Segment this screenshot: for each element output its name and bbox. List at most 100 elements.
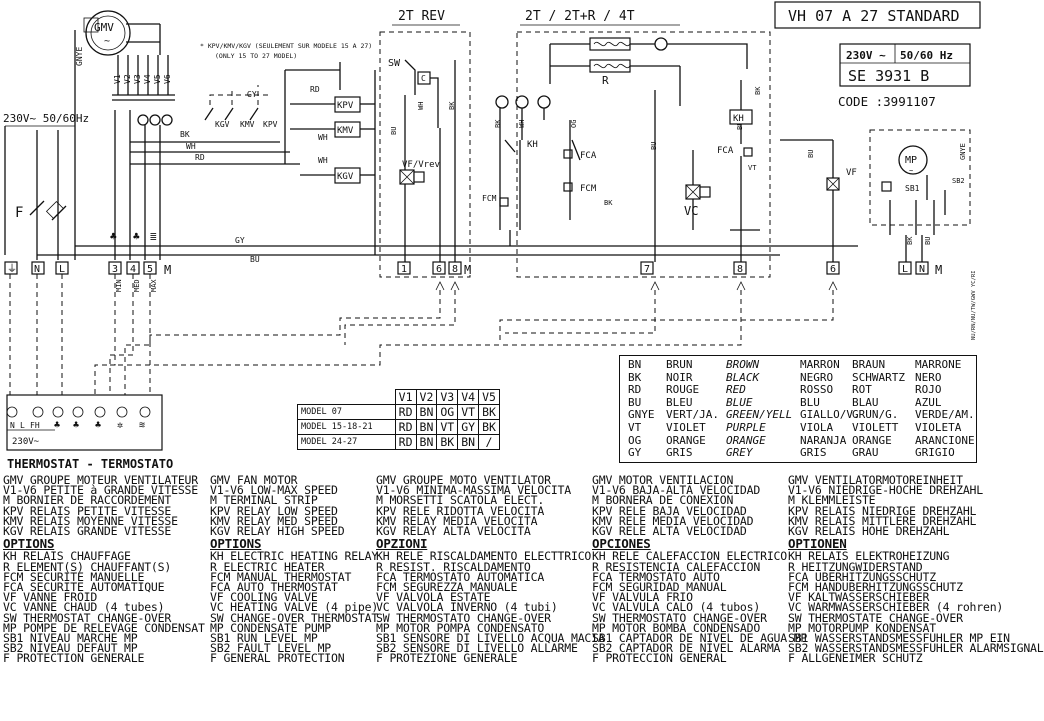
svg-text:FCM: FCM — [580, 184, 597, 194]
svg-text:4: 4 — [130, 264, 136, 275]
legend-option-item: VC HEATING VALVE (4 pipe) — [210, 600, 379, 615]
color-code-cell: VIOLET — [666, 421, 706, 434]
svg-text:♣: ♣ — [110, 230, 117, 243]
voltage-label: 230V ~ — [846, 49, 886, 62]
mp-terminal-strip: L N M — [898, 261, 942, 277]
code-label: CODE :3991107 — [838, 94, 936, 109]
wire-bk-label: BK — [180, 130, 190, 139]
svg-text:FCA: FCA — [580, 151, 597, 161]
svg-text:KPV: KPV — [263, 120, 278, 129]
color-code-cell: VIOLETT — [852, 421, 899, 434]
legend-option-item: R RESISTENCIA CALEFACCION — [592, 559, 761, 574]
fca-vt-label: VT — [748, 164, 757, 172]
mp-gnye-label: GNYE — [959, 143, 967, 160]
svg-text:VF: VF — [846, 168, 857, 178]
color-code-cell: BN — [628, 358, 642, 371]
legend-option-item: SW THERMOSTATE CHANGE-OVER — [788, 610, 963, 625]
svg-text:1: 1 — [401, 264, 407, 275]
color-code-cell: BLACK — [726, 370, 760, 384]
legend-item: KPV RELAIS NIEDRIGE DREHZAHL — [788, 503, 977, 518]
legend-item: V1-V6 NIEDRIGE-HOCHE DREHZAHL — [788, 483, 983, 498]
table-header: V3 — [436, 389, 459, 405]
legend-item: KPV RELAY LOW SPEED — [210, 503, 338, 518]
color-code-cell: GREY — [726, 446, 753, 460]
svg-text:L: L — [902, 264, 908, 275]
legend-option-item: F PROTECCION GENERAL — [592, 651, 727, 666]
svg-text:KMV: KMV — [240, 120, 255, 129]
legend-option-item: MP CONDENSATE PUMP — [210, 620, 332, 635]
legend-item: V1-V6 BAJA-ALTA VELOCIDAD — [592, 483, 761, 498]
legend-option-item: F PROTECTION GENERALE — [3, 651, 145, 666]
section-2t-rev: 2T REV — [398, 9, 445, 24]
color-code-cell: BRAUN — [852, 358, 886, 371]
color-code-cell: BK — [628, 370, 642, 384]
bus-bu-label: BU — [250, 255, 260, 264]
svg-text:M: M — [464, 263, 471, 277]
svg-text:KPV: KPV — [337, 101, 354, 111]
model-title: VH 07 A 27 STANDARD — [788, 7, 960, 25]
legend-option-item: SB2 SENSORE DI LIVELLO ALLARME — [376, 641, 578, 656]
vf-bu-label: BU — [807, 150, 815, 158]
color-code-cell: BLUE — [726, 395, 753, 409]
legend-option-item: FCM MANUAL THERMOSTAT — [210, 569, 352, 584]
legend-options-title: OPZIONI — [376, 536, 428, 552]
legend-option-item: VC VALVOLA INVERNO (4 tubi) — [376, 600, 558, 615]
frequency-label: 50/60 Hz — [900, 49, 953, 62]
color-code-cell: VERDE/AM. — [915, 408, 975, 422]
mp-bu-label: BU — [924, 237, 932, 245]
color-code-cell: ROT — [852, 383, 872, 397]
legend-options-title: OPCIONES — [592, 536, 651, 552]
relay-kpv: KPV — [334, 96, 361, 113]
kpv-note: * KPV/KMV/KGV (SEULEMENT SUR MODELE 15 A… — [200, 42, 372, 50]
legend-option-item: MP MOTOR POMPA CONDENSATO — [376, 620, 545, 635]
legend-option-item: R HEITZUNGWIDERSTAND — [788, 559, 923, 574]
svg-text:FH: FH — [30, 421, 40, 430]
table-header: V5 — [478, 389, 500, 405]
main-terminal-strip: ⏚ N L 3 4 5 M — [4, 261, 171, 277]
svg-text:~: ~ — [909, 167, 913, 175]
color-code-cell: ORANGE — [666, 433, 706, 447]
valve-vf-vrev: VF/Vrev — [399, 160, 440, 185]
legend-option-item: SB2 FAULT LEVEL MP — [210, 641, 332, 656]
svg-text:C: C — [421, 74, 426, 83]
thermostat-box: N L FH 230V~ ♣ ♣ ♣ ✲ ≋ — [6, 394, 163, 451]
fuse-f: F — [15, 130, 67, 260]
svg-text:N: N — [10, 421, 15, 430]
wire-v4: V4 — [143, 74, 152, 84]
relay-kgv: KGV — [334, 167, 361, 184]
color-code-cell: GIALLO/V. — [800, 408, 860, 422]
color-code-cell: GNYE — [628, 408, 655, 422]
svg-text:≣: ≣ — [150, 230, 157, 243]
4t-bk-label: BK — [494, 119, 502, 128]
supply-label: 230V~ 50/60Hz — [3, 112, 89, 125]
color-code-cell: SCHWARTZ — [852, 370, 905, 384]
legend-option-item: SB2 NIVEAU DEFAUT MP — [3, 641, 138, 656]
legend-option-item: VF VALVULA FRIO — [592, 590, 693, 605]
wire-rd-label: RD — [195, 153, 205, 162]
color-code-cell: MARRON — [800, 358, 840, 371]
wire-wh-label: WH — [186, 142, 196, 151]
fan-motor-gmv: GMV ~ — [83, 10, 161, 56]
legend-item: KGV RELAIS GRANDE VITESSE — [3, 524, 172, 539]
valve-vc: VC — [684, 184, 711, 218]
color-code-cell: BROWN — [726, 358, 760, 371]
color-code-cell: GREEN/YELL — [726, 408, 793, 422]
rev-option-frame — [379, 31, 471, 278]
legend-options-title: OPTIONS — [3, 536, 55, 552]
4t-terminal-strip: 7 8 — [640, 261, 747, 275]
svg-text:KGV: KGV — [337, 172, 354, 182]
speed-max-label: MAX — [150, 279, 158, 292]
svg-text:8: 8 — [737, 264, 743, 275]
legend-item: GMV FAN MOTOR — [210, 473, 298, 487]
svg-text:M: M — [935, 263, 942, 277]
color-code-cell: NOIR — [666, 370, 693, 384]
svg-text:SB1: SB1 — [905, 184, 920, 193]
svg-text:VF/Vrev: VF/Vrev — [402, 160, 440, 170]
svg-text:R: R — [602, 74, 609, 87]
relay-kmv: KMV — [334, 121, 361, 138]
svg-text:♣: ♣ — [54, 420, 60, 431]
svg-text:KGV: KGV — [215, 120, 230, 129]
